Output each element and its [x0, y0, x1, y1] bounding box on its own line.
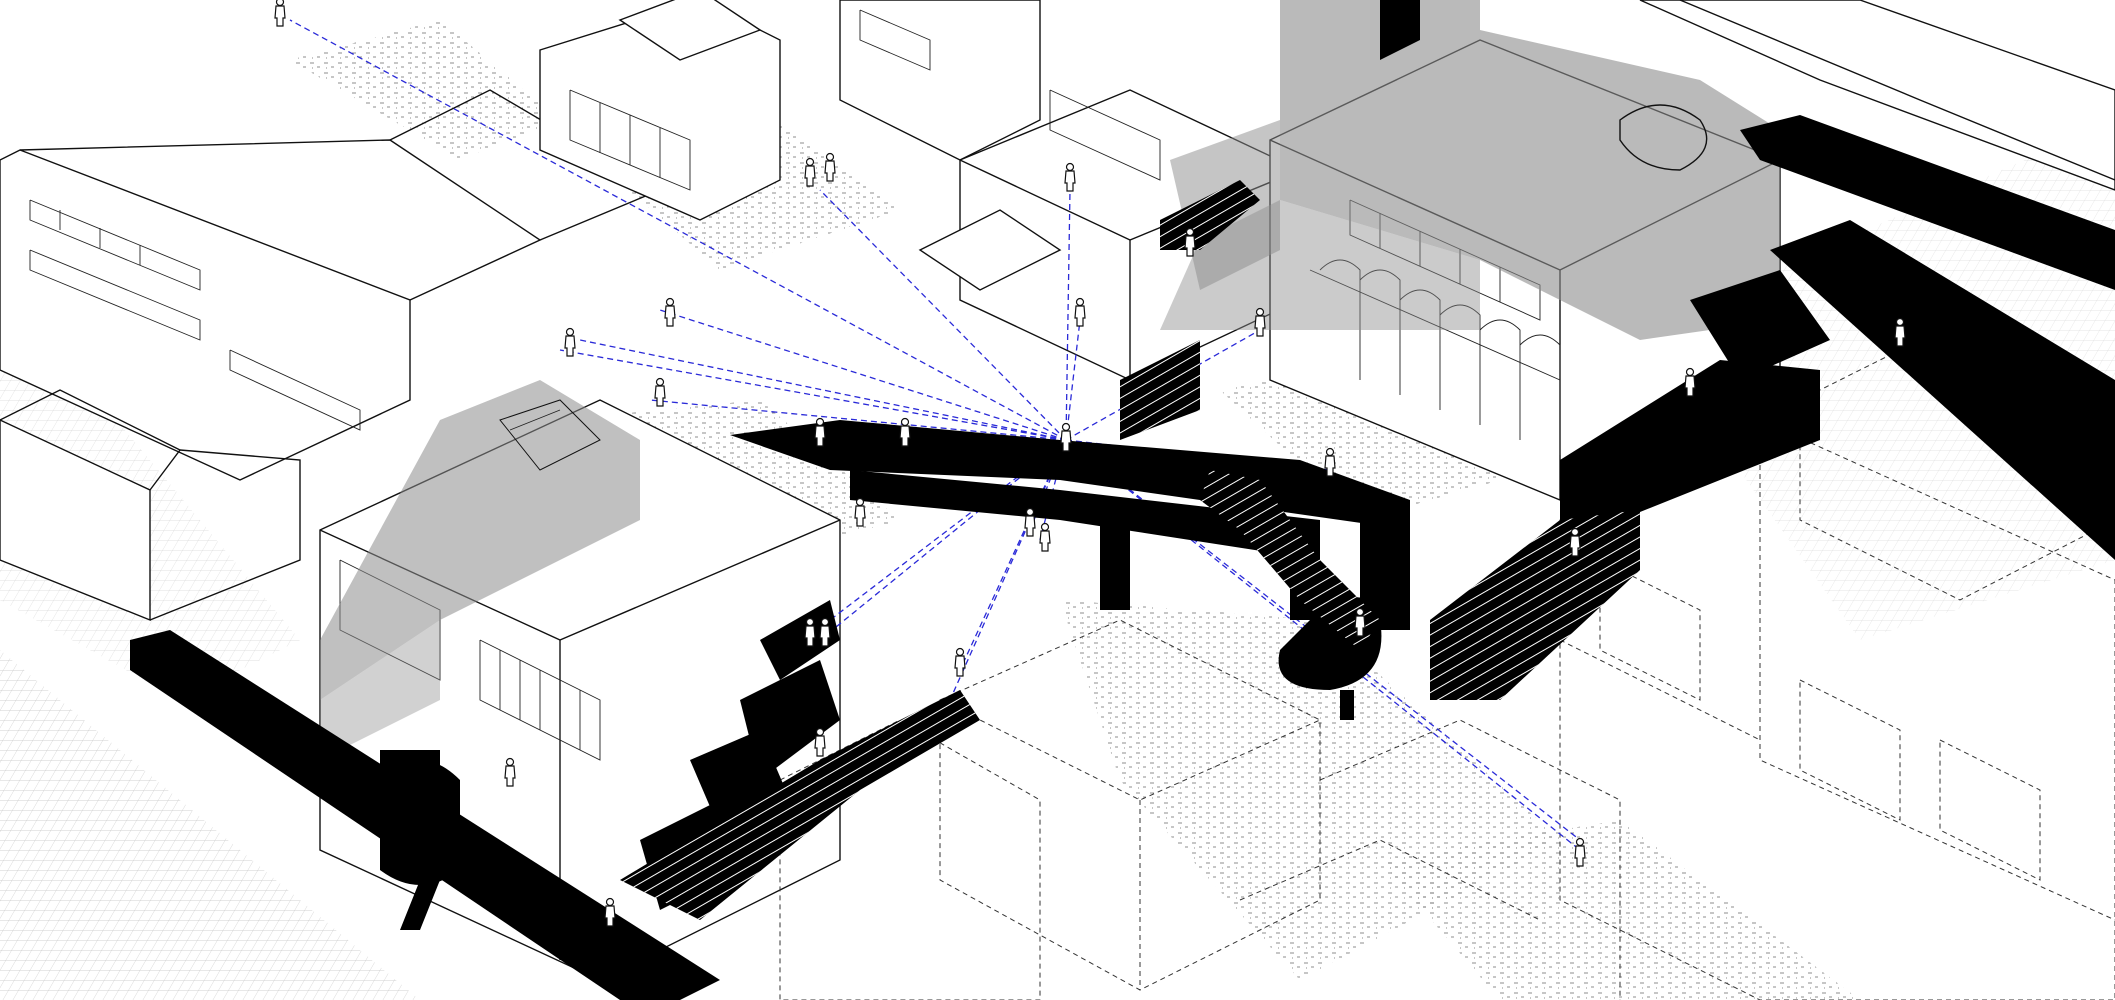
- figure-body: [1254, 315, 1266, 337]
- figure-head: [805, 617, 815, 627]
- figure-body: [1574, 845, 1586, 867]
- figure-head: [815, 727, 825, 737]
- figure-head: [815, 417, 825, 427]
- human-figure: [1060, 422, 1072, 452]
- figure-body: [1684, 375, 1696, 397]
- figure-head: [1895, 317, 1905, 327]
- sight-line: [949, 439, 1067, 701]
- figure-head: [605, 897, 615, 907]
- figure-body: [804, 625, 816, 647]
- stairs: [499, 180, 1640, 920]
- figure-body: [1324, 455, 1336, 477]
- figure-body: [564, 335, 576, 357]
- figure-head: [275, 0, 285, 7]
- figure-body: [1074, 305, 1086, 327]
- figure-body: [1039, 530, 1051, 552]
- figure-body: [814, 735, 826, 757]
- human-figure: [1684, 367, 1696, 397]
- human-figure: [1074, 297, 1086, 327]
- figure-body: [954, 655, 966, 677]
- figure-body: [1064, 170, 1076, 192]
- human-figure: [819, 617, 831, 647]
- human-figure: [604, 897, 616, 927]
- figure-body: [819, 625, 831, 647]
- figure-head: [1075, 297, 1085, 307]
- figure-head: [565, 327, 575, 337]
- human-figure: [1569, 527, 1581, 557]
- human-figure: [814, 417, 826, 447]
- human-figure: [804, 617, 816, 647]
- human-figure: [1324, 447, 1336, 477]
- figure-head: [805, 157, 815, 167]
- figure-body: [274, 5, 286, 27]
- figure-body: [814, 425, 826, 447]
- human-figures: [274, 0, 1906, 927]
- figure-body: [1894, 325, 1906, 347]
- figure-body: [854, 505, 866, 527]
- figure-body: [654, 385, 666, 407]
- human-figure: [1354, 607, 1366, 637]
- sight-line: [819, 189, 1067, 441]
- figure-head: [825, 152, 835, 162]
- figure-head: [1570, 527, 1580, 537]
- figure-head: [505, 757, 515, 767]
- figure-head: [955, 647, 965, 657]
- human-figure: [564, 327, 576, 357]
- figure-head: [1185, 227, 1195, 237]
- figure-head: [900, 417, 910, 427]
- human-figure: [504, 757, 516, 787]
- human-figure: [654, 377, 666, 407]
- figure-body: [504, 765, 516, 787]
- sight-line: [579, 339, 1067, 441]
- figure-head: [1061, 422, 1071, 432]
- human-figure: [274, 0, 286, 27]
- sight-line: [289, 19, 1067, 441]
- figure-body: [1184, 235, 1196, 257]
- human-figure: [824, 152, 836, 182]
- figure-body: [664, 305, 676, 327]
- figure-head: [1255, 307, 1265, 317]
- sight-line: [659, 309, 1067, 441]
- human-figure: [1574, 837, 1586, 867]
- human-figure: [1064, 162, 1076, 192]
- figure-head: [1025, 507, 1035, 517]
- human-figure: [899, 417, 911, 447]
- figure-head: [820, 617, 830, 627]
- sight-line: [1065, 189, 1071, 441]
- figure-body: [1060, 430, 1072, 452]
- figure-head: [1065, 162, 1075, 172]
- human-figure: [1039, 522, 1051, 552]
- figure-body: [824, 160, 836, 182]
- human-figure: [1184, 227, 1196, 257]
- human-figure: [954, 647, 966, 677]
- sight-line: [559, 349, 1067, 441]
- figure-head: [1685, 367, 1695, 377]
- figure-head: [1040, 522, 1050, 532]
- figure-head: [655, 377, 665, 387]
- human-figure: [1024, 507, 1036, 537]
- human-figure: [664, 297, 676, 327]
- figure-body: [899, 425, 911, 447]
- black-elevated-walkways: [130, 0, 2115, 1000]
- figure-body: [804, 165, 816, 187]
- figure-head: [1355, 607, 1365, 617]
- figure-head: [1575, 837, 1585, 847]
- figure-body: [1569, 535, 1581, 557]
- human-figure: [1894, 317, 1906, 347]
- human-figure: [804, 157, 816, 187]
- human-figure: [854, 497, 866, 527]
- human-figure: [1254, 307, 1266, 337]
- human-figure: [814, 727, 826, 757]
- figure-body: [1024, 515, 1036, 537]
- figure-body: [604, 905, 616, 927]
- figure-body: [1354, 615, 1366, 637]
- figure-head: [855, 497, 865, 507]
- figure-head: [665, 297, 675, 307]
- sight-line: [1065, 319, 1081, 441]
- figure-head: [1325, 447, 1335, 457]
